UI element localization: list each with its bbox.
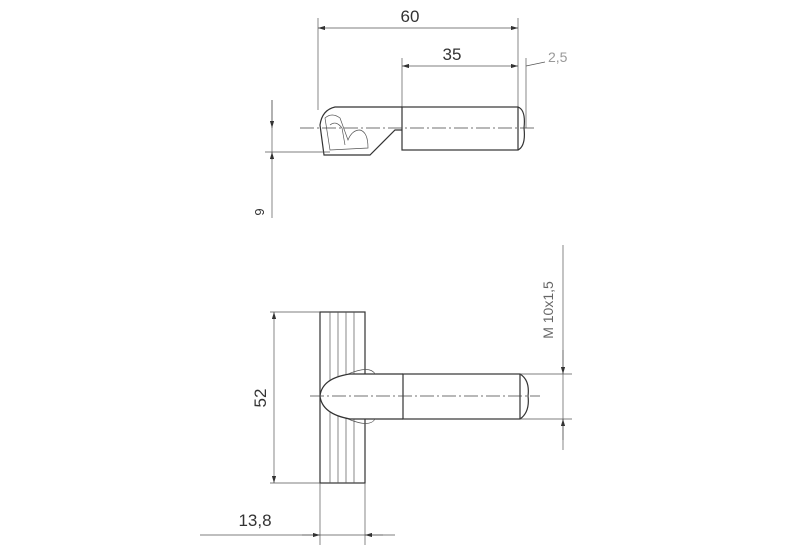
dimension-label-height: 9 xyxy=(252,208,267,215)
dimension-label-35: 35 xyxy=(443,45,462,64)
shaft xyxy=(401,106,519,151)
neck xyxy=(319,373,403,420)
handle xyxy=(319,106,402,156)
threaded-shaft xyxy=(402,373,521,420)
top-view: 60 35 2,5 9 xyxy=(252,7,568,218)
dimension-label-60: 60 xyxy=(401,7,420,26)
dimension-label-2-5: 2,5 xyxy=(548,49,568,65)
dimension-label-thread: M 10x1,5 xyxy=(540,281,556,339)
front-view: 52 13,8 M 10x1,5 xyxy=(200,245,572,545)
dimension-label-13-8: 13,8 xyxy=(238,511,271,530)
dimension-label-52: 52 xyxy=(251,389,270,408)
